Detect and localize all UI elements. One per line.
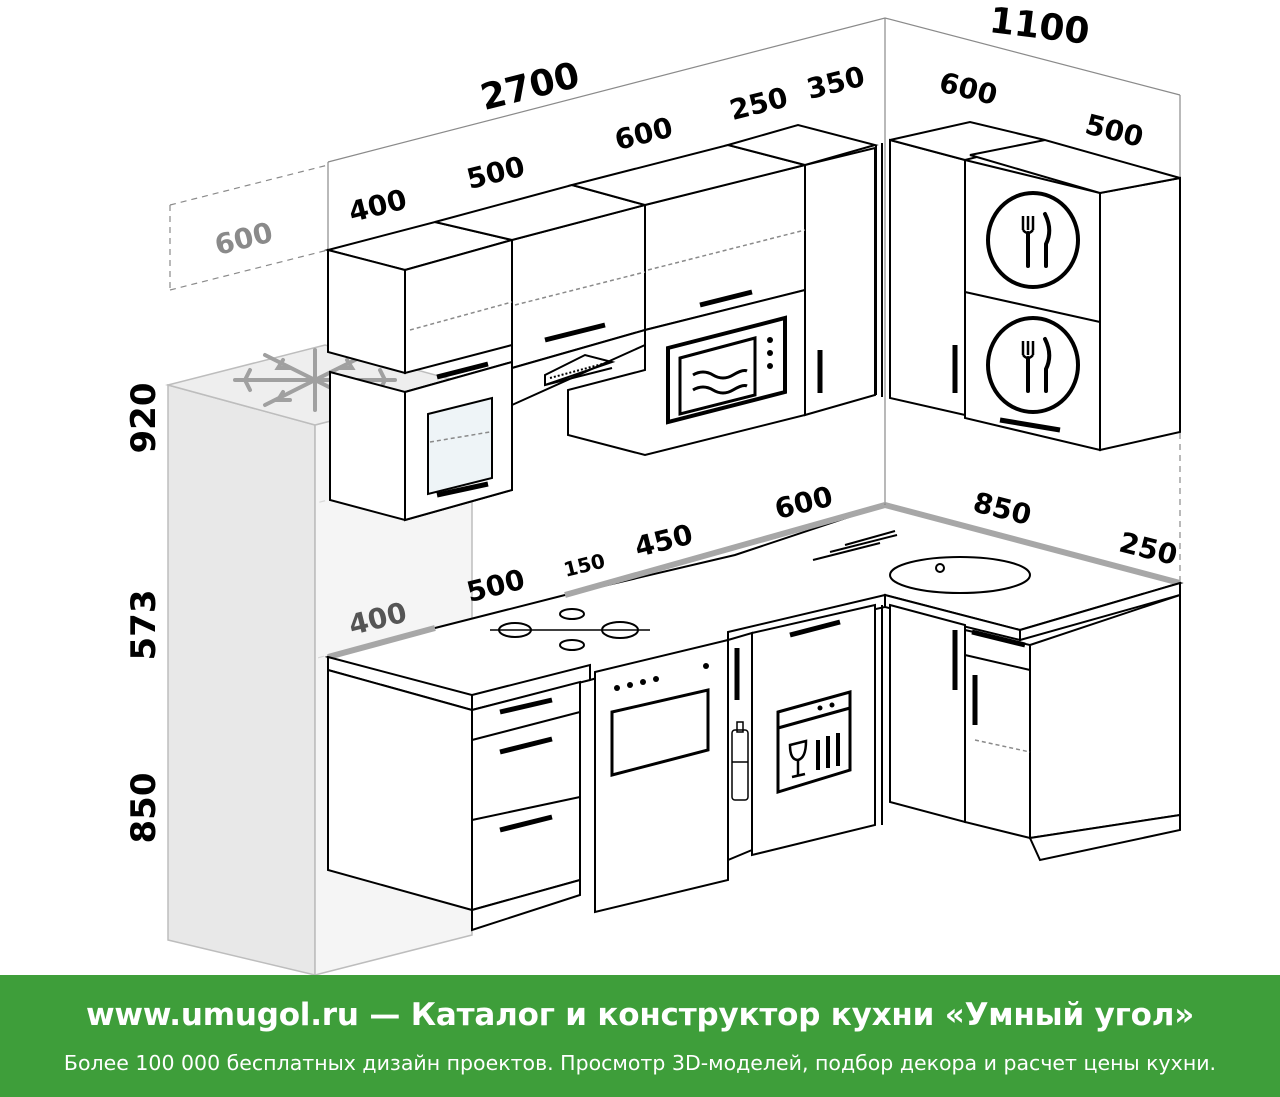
dim-corner-600: 600 (936, 66, 1001, 112)
dim-corner-500: 500 (1082, 108, 1147, 154)
upper-cabinets (324, 120, 1181, 522)
dim-base-150: 150 (561, 549, 607, 582)
banner-subtitle: Более 100 000 бесплатных дизайн проектов… (63, 1051, 1217, 1075)
hob-icon (490, 608, 650, 651)
dim-upper-350: 350 (803, 60, 868, 106)
dim-height-base: 850 (124, 773, 164, 844)
dim-base-250: 250 (1116, 526, 1181, 572)
dim-upper-600: 600 (611, 111, 676, 157)
dim-base-500: 500 (463, 563, 528, 609)
countertop (324, 502, 1184, 712)
dim-base-850: 850 (970, 486, 1035, 532)
dim-upper-500: 500 (463, 150, 528, 196)
dim-height-middle: 573 (124, 590, 164, 661)
hood-icon (544, 353, 616, 387)
dishwasher-icon (776, 690, 852, 795)
upper-details (409, 229, 1061, 498)
dim-height-upper: 920 (124, 383, 164, 454)
dim-base-450: 450 (631, 518, 696, 564)
promo-banner: www.umugol.ru — Каталог и конструктор ку… (0, 975, 1280, 1097)
glass-door (427, 396, 493, 496)
bottle-icon (731, 721, 749, 801)
microwave-icon (666, 315, 787, 425)
dim-upper-400: 400 (345, 183, 410, 229)
plate-icon (986, 191, 1080, 289)
plate-icon (986, 316, 1080, 414)
base-details (499, 619, 1031, 833)
kitchen-drawing: 1100 2700 400 500 600 250 350 600 500 60… (124, 0, 1184, 975)
dim-upper-250: 250 (726, 81, 791, 127)
sink-icon (812, 530, 1031, 594)
dim-fridge-depth: 600 (211, 216, 276, 262)
dim-top-total: 1100 (987, 0, 1091, 53)
oven-icon (610, 663, 710, 777)
banner-title[interactable]: www.umugol.ru — Каталог и конструктор ку… (85, 997, 1195, 1033)
